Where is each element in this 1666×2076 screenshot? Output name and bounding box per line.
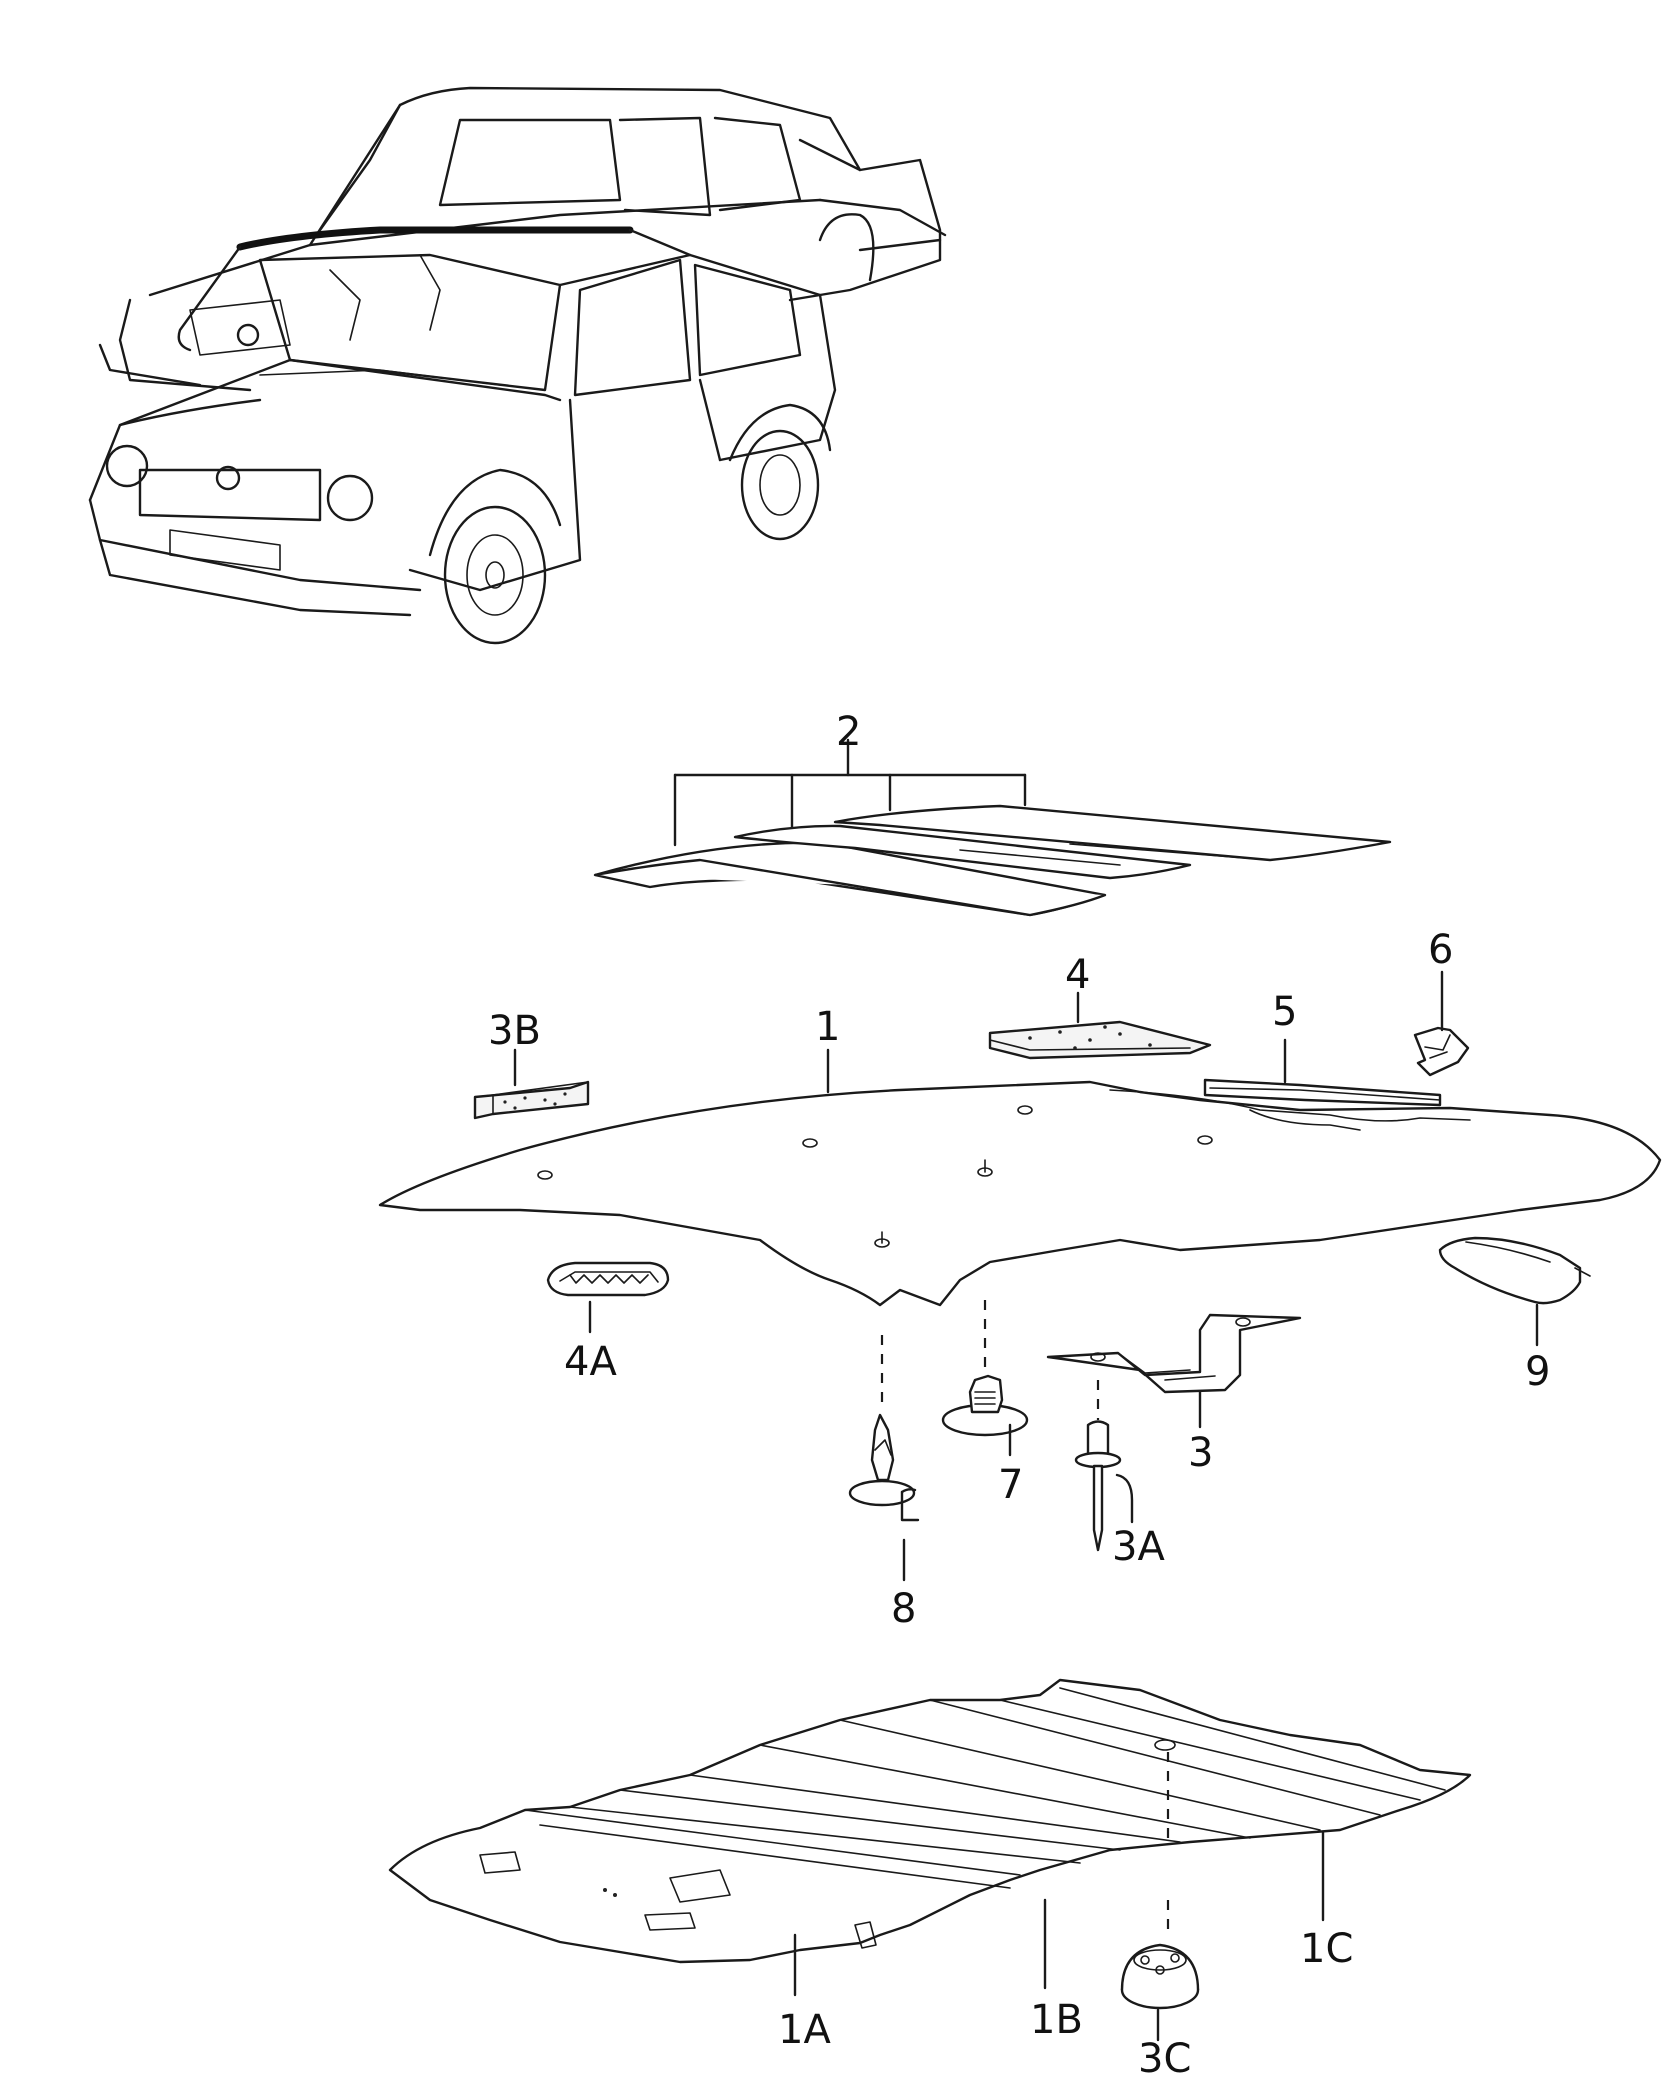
callout-8: 8 [891,1586,916,1632]
part-3c-grommet [1120,1943,1200,2042]
callout-5: 5 [1272,989,1297,1035]
part-1-headliner [378,1048,1662,1307]
part-6-clip [1413,970,1470,1077]
car-illustration [88,86,947,645]
callout-7: 7 [998,1462,1023,1508]
part-8-push-pin [848,1413,920,1582]
callout-1: 1 [815,1004,840,1050]
part-7-clip [941,1374,1029,1457]
lower-roof-panel [388,1678,1472,1964]
callout-2: 2 [836,709,861,755]
hatchback-drawing [88,226,837,645]
part-3-bracket [1046,1313,1302,1429]
callout-1b: 1B [1030,1997,1083,2043]
callout-1c: 1C [1300,1926,1353,1972]
callout-4: 4 [1065,952,1090,998]
callout-6: 6 [1428,927,1453,973]
part-4-foam-pad [988,991,1212,1060]
callout-9: 9 [1525,1349,1550,1395]
part-9-visor-clip [1438,1236,1591,1347]
part-2-roof-strips [593,738,1392,917]
callout-3c: 3C [1138,2036,1191,2076]
callout-1a: 1A [778,2007,831,2053]
callout-3: 3 [1188,1430,1213,1476]
callout-4a: 4A [564,1339,617,1385]
part-3a-rivet [1074,1420,1134,1552]
part-4a-light-frame [546,1261,670,1334]
callout-3a: 3A [1112,1524,1165,1570]
callout-3b: 3B [488,1008,541,1054]
sedan-drawing [98,86,947,392]
part-5-strip [1203,1038,1442,1107]
part-3b-foam-block [473,1048,590,1120]
